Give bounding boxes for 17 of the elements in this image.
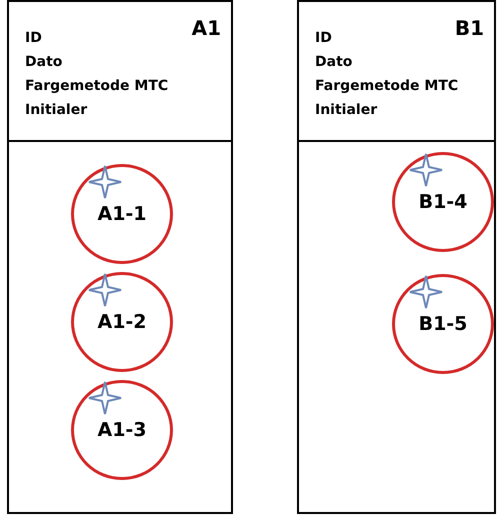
sample-label: A1-1 [96,203,148,225]
field-label: ID [25,30,42,46]
sample-label: B1-4 [418,191,468,213]
sample-label: B1-5 [418,313,468,335]
field-label: Initialer [25,102,88,118]
sample-label: A1-3 [96,419,148,441]
card-id: B1 [454,16,484,40]
label-card [297,0,496,514]
field-label: Initialer [315,102,378,118]
card-id: A1 [192,16,221,40]
field-label: Fargemetode MTC [315,78,458,94]
field-label: Fargemetode MTC [25,78,168,94]
field-label: Dato [25,54,62,70]
sample-label: A1-2 [96,311,148,333]
field-label: ID [315,30,332,46]
field-label: Dato [315,54,352,70]
label-card [7,0,233,514]
